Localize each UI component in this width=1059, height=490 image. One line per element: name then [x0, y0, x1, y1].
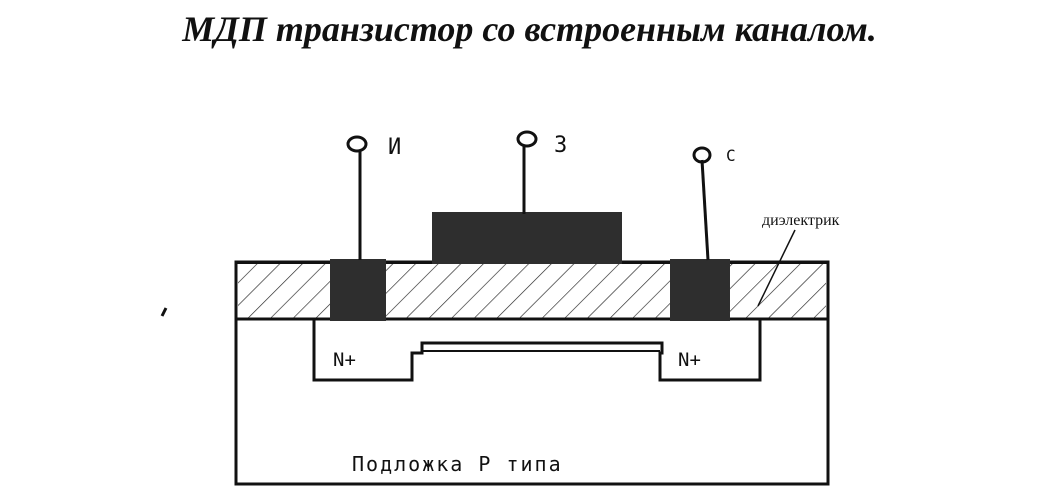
source-terminal-loop	[346, 135, 368, 153]
dielectric-layer	[238, 264, 826, 319]
gate-electrode	[432, 212, 622, 264]
dielectric-leader-line	[757, 229, 796, 307]
diffusion-channel-outline	[312, 319, 762, 382]
diagram-title: МДП транзистор со встроенным каналом.	[182, 9, 877, 49]
source-label: И	[388, 135, 401, 160]
gate-label: З	[554, 133, 567, 158]
drain-label: С	[726, 146, 736, 165]
dielectric-label: диэлектрик	[762, 212, 840, 229]
gate-terminal-loop	[516, 130, 538, 148]
stray-mark	[160, 307, 168, 317]
drain-terminal-loop	[692, 146, 712, 164]
substrate-label: Подложка Р типа	[352, 452, 563, 476]
drain-contact-pad	[670, 259, 730, 321]
n-plus-right-label: N+	[678, 349, 701, 371]
n-plus-left-label: N+	[333, 349, 356, 371]
source-contact-pad	[330, 259, 386, 321]
drain-wire	[700, 159, 710, 261]
